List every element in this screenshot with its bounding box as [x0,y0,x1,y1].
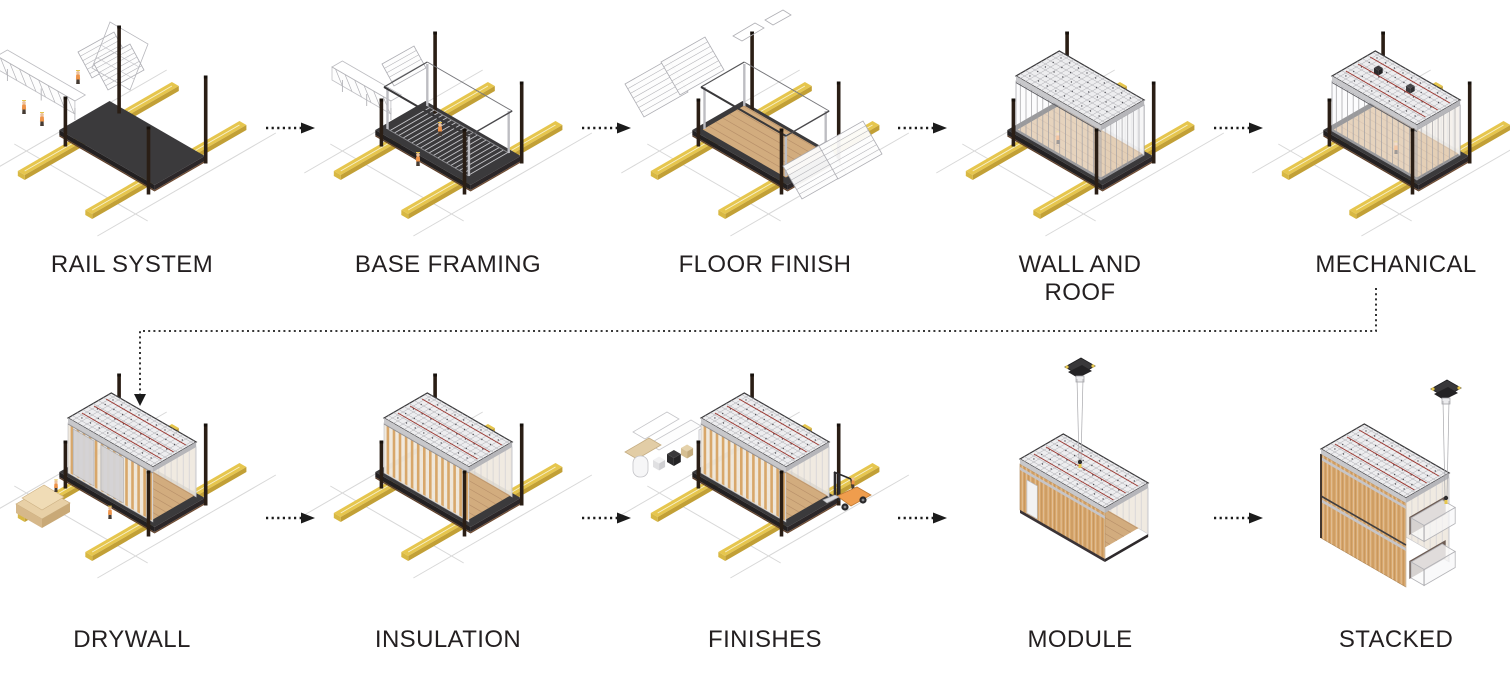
step-cell-drywall [0,348,282,588]
step-label-floor-finish: FLOOR FINISH [678,251,852,278]
finishes-illustration [621,373,910,579]
step-cell-mechanical [1246,6,1510,246]
step-label-module: MODULE [1027,626,1133,653]
wall-roof-illustration [936,31,1225,237]
step-cell-module [930,348,1230,588]
step-label-insulation: INSULATION [374,626,522,653]
step-cell-stacked [1246,348,1510,588]
step-label-stacked: STACKED [1338,626,1454,653]
flow-arrow-icon [1212,121,1264,135]
flow-arrow-icon [1212,511,1264,525]
step-label-rail-system: RAIL SYSTEM [50,251,214,278]
step-label-wall-roof: WALL AND ROOF [1018,251,1142,306]
step-cell-wall-roof [930,6,1230,246]
module-illustration [1018,357,1150,562]
step-label-drywall: DRYWALL [73,626,191,653]
step-cell-base-framing [298,6,598,246]
stacked-illustration [1319,379,1462,588]
step-cell-floor-finish [615,6,915,246]
insulation-illustration [304,373,593,579]
flow-arrow-icon [896,511,948,525]
step-label-base-framing: BASE FRAMING [354,251,542,278]
rail-system-illustration [0,21,277,237]
flow-arrow-icon [580,511,632,525]
step-cell-rail-system [0,6,282,246]
step-cell-finishes [615,348,915,588]
flow-arrow-icon [580,121,632,135]
step-cell-insulation [298,348,598,588]
flow-arrow-icon [896,121,948,135]
floor-finish-illustration [621,9,910,237]
drywall-illustration [0,373,277,579]
flow-arrow-icon [264,121,316,135]
base-framing-illustration [304,31,593,237]
step-label-finishes: FINISHES [708,626,822,653]
mechanical-illustration [1252,31,1510,237]
flow-arrow-icon [264,511,316,525]
step-label-mechanical: MECHANICAL [1315,251,1477,278]
